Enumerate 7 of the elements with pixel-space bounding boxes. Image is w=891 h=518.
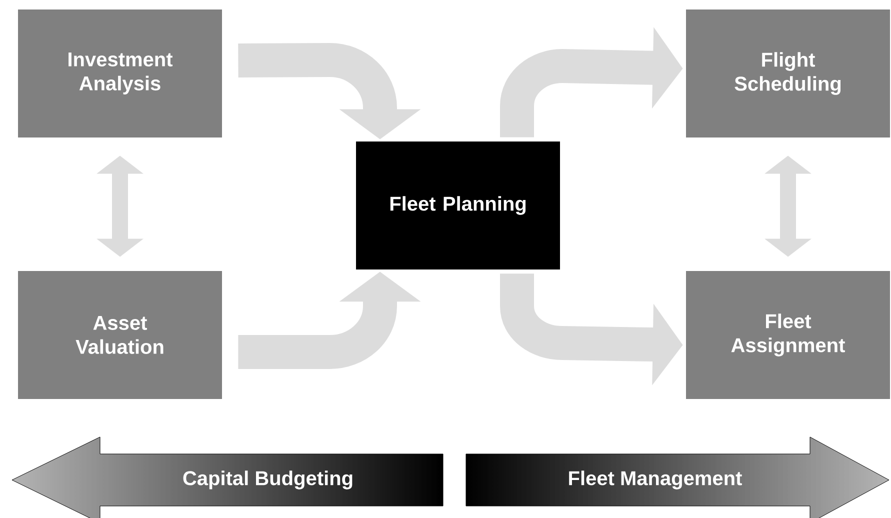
banner: Capital Budgeting bbox=[12, 436, 444, 518]
process-box: Investment Analysis bbox=[18, 10, 222, 138]
banner: Fleet Management bbox=[466, 436, 890, 518]
process-box: Fleet Planning bbox=[356, 141, 560, 270]
process-box: Flight Scheduling bbox=[686, 10, 890, 138]
process-box: Asset Valuation bbox=[18, 270, 222, 399]
process-box: Fleet Assignment bbox=[686, 270, 890, 399]
